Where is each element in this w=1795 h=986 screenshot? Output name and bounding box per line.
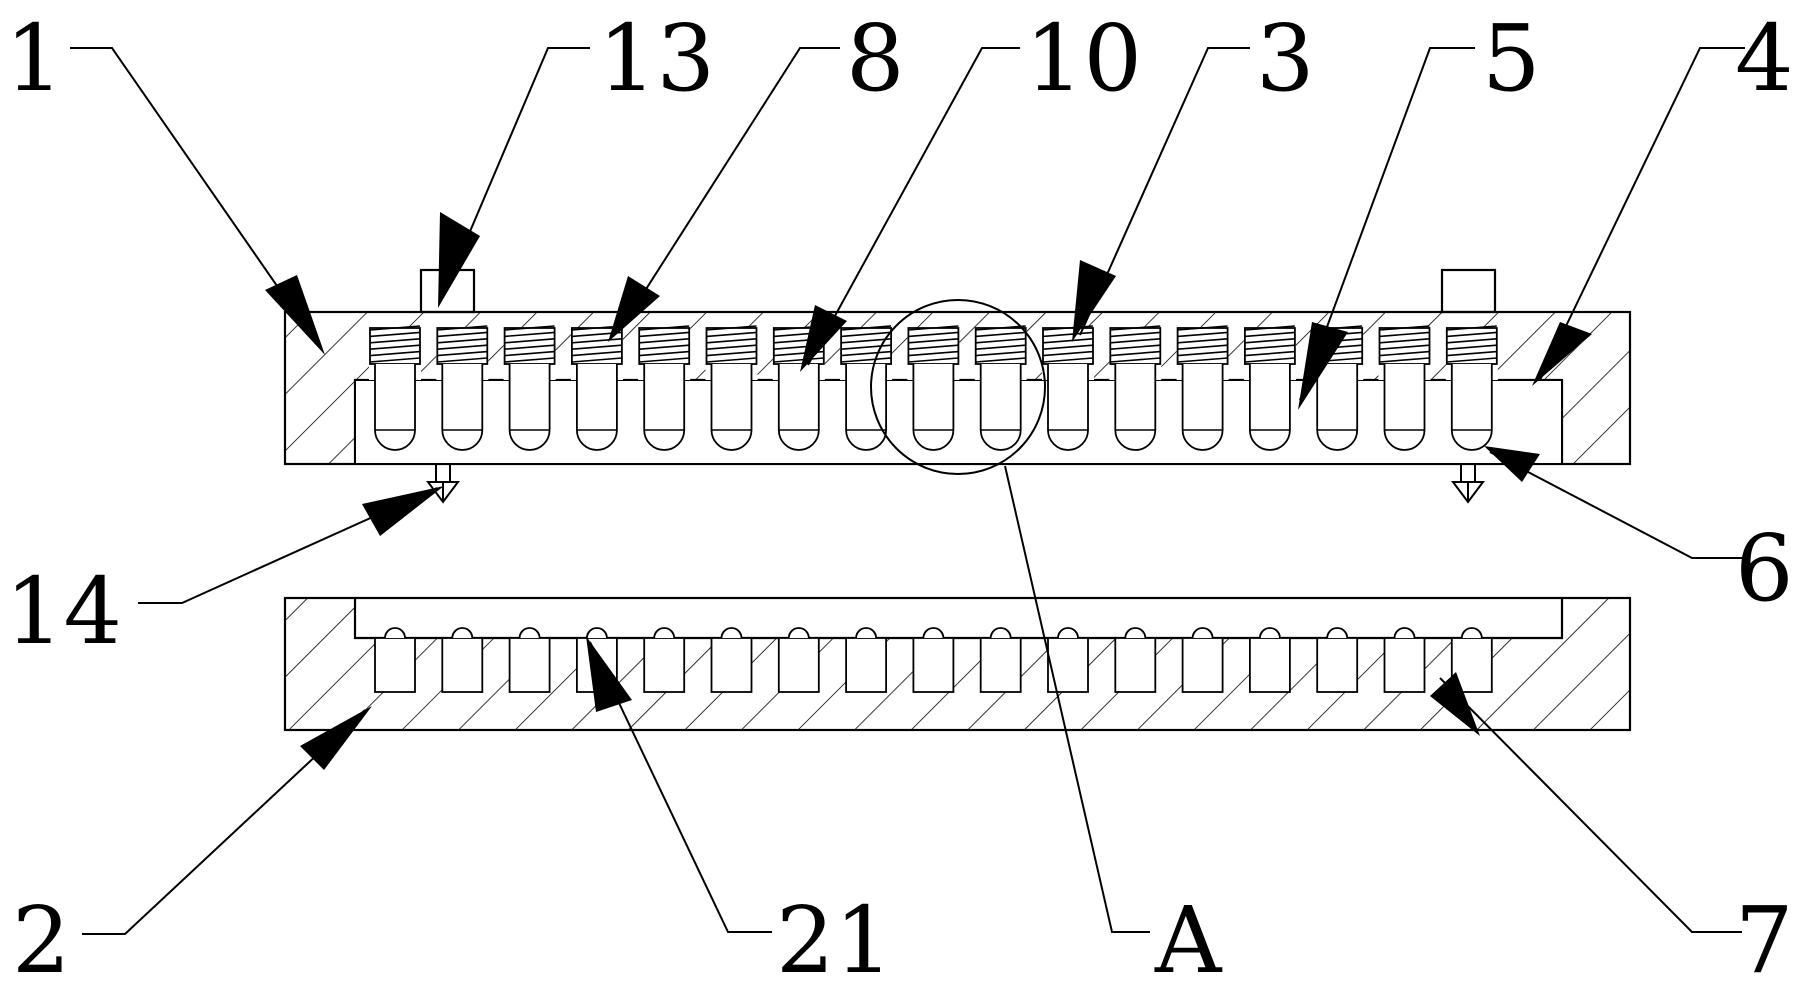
socket-cell (912, 627, 955, 693)
leader-arrowheads (265, 212, 1592, 770)
lower-base (283, 596, 1632, 732)
leader-lines (70, 47, 1745, 935)
spring-cell (369, 325, 421, 451)
socket-cell (441, 627, 484, 693)
guide-pin-right (1451, 464, 1485, 504)
spring-cell (974, 325, 1027, 451)
label-1: 1 (5, 5, 64, 112)
label-8: 8 (846, 5, 905, 112)
upper-cell-row (369, 325, 1498, 451)
spring-cell (503, 325, 556, 451)
lower-socket-row (374, 627, 1493, 693)
detail-circle-a (870, 299, 1046, 475)
socket-cell (643, 627, 686, 693)
spring-cell (1109, 325, 1162, 451)
spring-cell (1243, 325, 1296, 451)
socket-cell (777, 627, 820, 693)
label-a: A (1154, 887, 1223, 986)
spring-cell (1378, 325, 1431, 451)
guide-pin-left (426, 464, 460, 504)
label-10: 10 (1025, 5, 1142, 112)
label-5: 5 (1482, 5, 1541, 112)
spring-cell (840, 325, 893, 451)
socket-cell (508, 627, 551, 693)
socket-cell (845, 627, 887, 693)
socket-cell (1316, 627, 1359, 693)
label-2: 2 (12, 887, 71, 986)
socket-cell (979, 627, 1022, 693)
spring-cell (705, 325, 758, 451)
top-knob-right (1440, 268, 1497, 314)
spring-cell (436, 325, 489, 451)
label-13: 13 (598, 5, 715, 112)
spring-cell (638, 325, 691, 451)
label-4: 4 (1735, 5, 1794, 112)
label-3: 3 (1256, 5, 1315, 112)
spring-cell (1445, 325, 1498, 451)
socket-cell (1249, 627, 1291, 693)
socket-cell (1181, 627, 1224, 693)
spring-cell (570, 325, 623, 451)
socket-cell (1383, 627, 1426, 693)
socket-cell (710, 627, 753, 693)
spring-cell (1042, 325, 1094, 451)
spring-cell (907, 325, 960, 451)
socket-cell (374, 627, 416, 693)
label-7: 7 (1735, 887, 1794, 986)
spring-cell (1176, 325, 1229, 451)
reference-labels: 1 13 8 10 3 5 4 14 6 2 21 A 7 (5, 5, 1794, 986)
label-14: 14 (5, 558, 122, 665)
label-6: 6 (1735, 515, 1794, 622)
label-21: 21 (776, 887, 893, 986)
socket-cell (1114, 627, 1157, 693)
